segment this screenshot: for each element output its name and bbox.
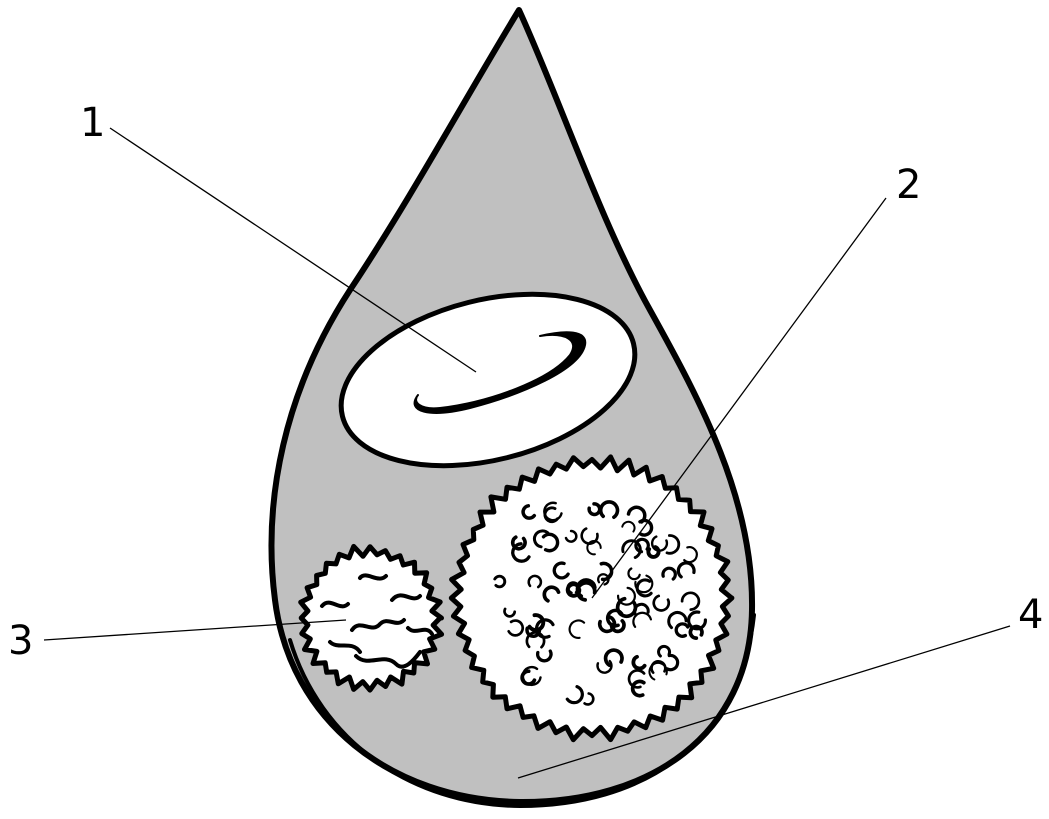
callout-label-3: 3 (8, 618, 33, 664)
large-cell-outline (451, 457, 732, 740)
large-white-blood-cell (451, 457, 732, 740)
callout-label-1: 1 (80, 100, 105, 146)
callout-label-4: 4 (1018, 592, 1043, 638)
callout-label-2: 2 (896, 162, 921, 208)
